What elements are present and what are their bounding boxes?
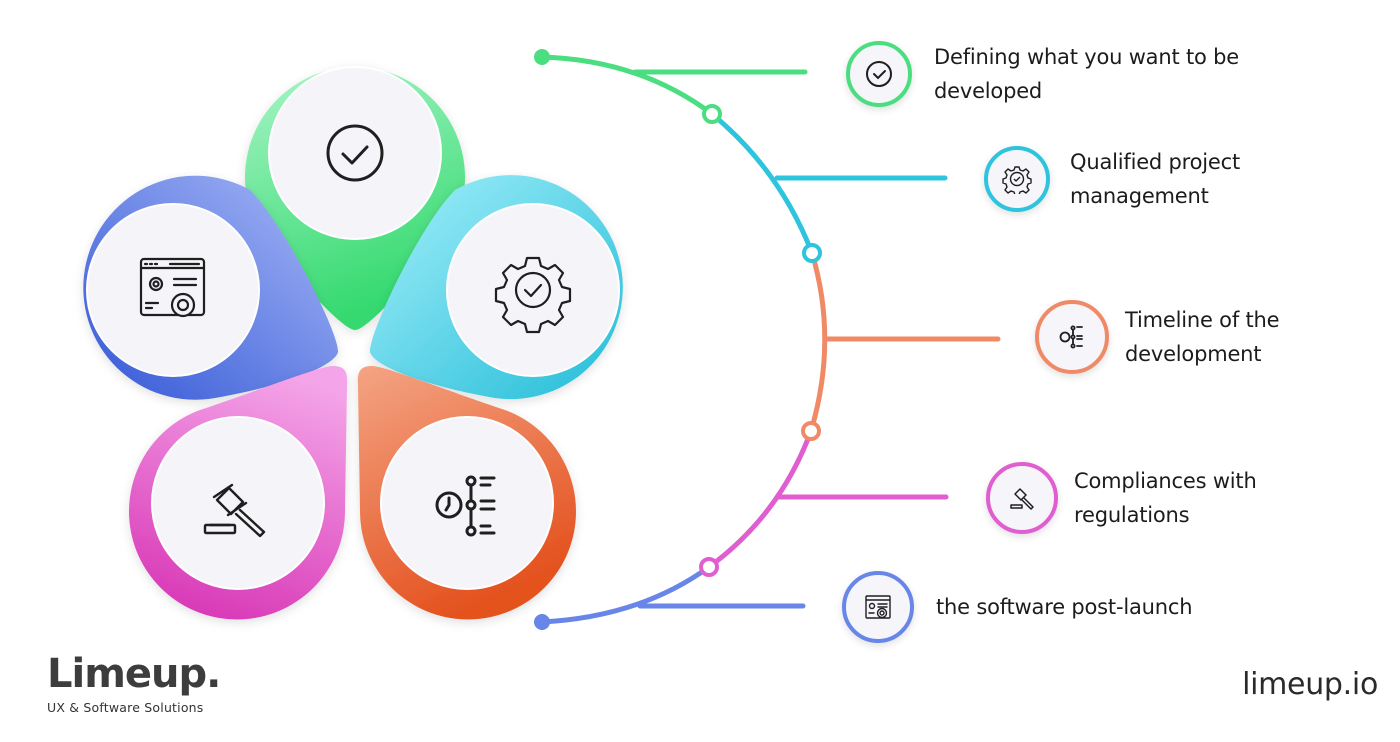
step-3: Timeline of the development <box>1035 300 1280 374</box>
petal-pink <box>129 366 348 620</box>
step-5: the software post-launch <box>842 571 1193 643</box>
step-3-line2: development <box>1125 342 1262 366</box>
step-1-label: Defining what you want to be developed <box>934 40 1239 108</box>
petal-cyan <box>369 175 623 400</box>
brand-tagline: UX & Software Solutions <box>47 700 204 715</box>
petal-blue <box>83 175 339 400</box>
step-2-line1: Qualified project <box>1070 150 1241 174</box>
gavel-icon <box>203 483 266 538</box>
step-1: Defining what you want to be developed <box>846 40 1239 108</box>
step-3-label: Timeline of the development <box>1125 303 1280 371</box>
check-circle-icon <box>326 124 384 182</box>
step-2: Qualified project management <box>984 145 1240 213</box>
step-4-badge <box>986 462 1058 534</box>
brand-logo: Limeup. UX & Software Solutions <box>47 651 221 715</box>
brand-name: Limeup. <box>47 651 221 697</box>
step-4-label: Compliances with regulations <box>1074 464 1257 532</box>
gavel-icon <box>1010 488 1034 510</box>
arc-start-dot <box>534 49 550 65</box>
site-url: limeup.io <box>1242 667 1378 702</box>
arc-node-4 <box>699 557 719 577</box>
step-1-line1: Defining what you want to be <box>934 45 1239 69</box>
step-4-line1: Compliances with <box>1074 469 1257 493</box>
browser-settings-icon <box>865 595 891 619</box>
step-3-line1: Timeline of the <box>1125 308 1280 332</box>
step-5-badge <box>842 571 914 643</box>
gear-check-icon <box>494 256 572 334</box>
step-2-label: Qualified project management <box>1070 145 1240 213</box>
arc-segment-blue <box>539 564 712 625</box>
step-1-badge <box>846 41 912 107</box>
step-1-line2: developed <box>934 79 1043 103</box>
step-3-badge <box>1035 300 1109 374</box>
step-4-line2: regulations <box>1074 503 1190 527</box>
step-2-line2: management <box>1070 184 1209 208</box>
arc-node-2 <box>802 243 822 263</box>
arc-segment-cyan <box>709 111 815 256</box>
arc-segment-orange <box>808 250 828 434</box>
step-5-label: the software post-launch <box>936 590 1193 624</box>
timeline-icon <box>435 475 496 537</box>
gear-check-icon <box>1002 166 1032 194</box>
step-2-badge <box>984 146 1050 212</box>
step-4: Compliances with regulations <box>986 462 1257 534</box>
browser-settings-icon <box>139 257 206 318</box>
arc-node-3 <box>801 421 821 441</box>
arc-segment-green <box>539 54 715 117</box>
arc-node-1 <box>702 104 722 124</box>
step-5-line1: the software post-launch <box>936 595 1193 619</box>
check-circle-icon <box>866 61 892 87</box>
arc-end-dot <box>534 614 550 630</box>
arc-segment-pink <box>706 428 814 570</box>
petal-orange <box>357 366 576 620</box>
timeline-icon <box>1059 325 1083 349</box>
